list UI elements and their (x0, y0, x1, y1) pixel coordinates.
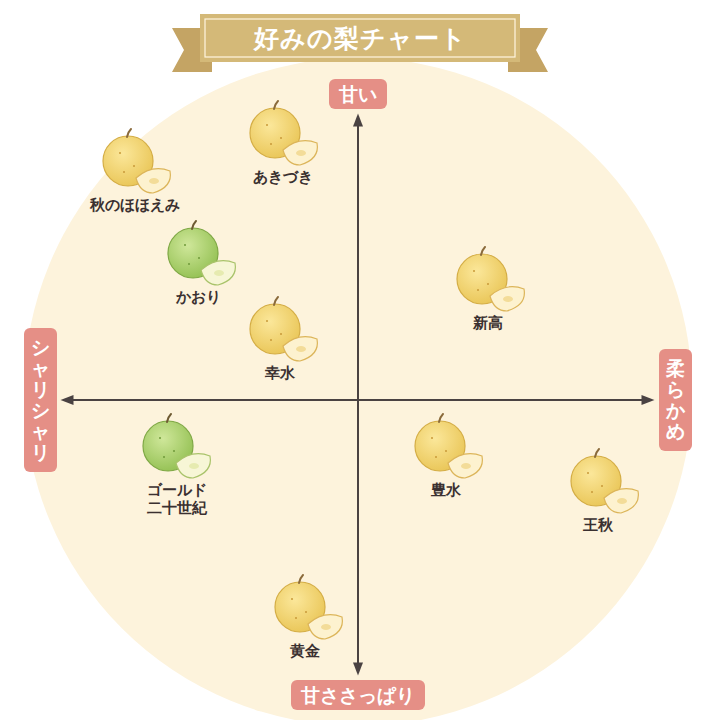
axis-label: シャリシャリ (24, 328, 57, 471)
arrow-head (353, 663, 363, 676)
variety-label: 新高 (473, 314, 503, 332)
variety-label: ゴールド 二十世紀 (143, 481, 212, 517)
axis-arrow (353, 113, 363, 675)
axis-arrow (61, 395, 655, 405)
axis-line (357, 123, 359, 665)
arrow-head (642, 395, 655, 405)
axis-label: 甘い (329, 79, 387, 110)
variety-label: かおり (176, 288, 221, 306)
variety-label: 豊水 (431, 481, 461, 499)
variety-label: 王秋 (583, 516, 613, 534)
axis-label-text: シャリシャリ (31, 337, 50, 462)
axis-label-text: 甘い (339, 83, 377, 106)
axis-label: 甘ささっぱり (291, 680, 425, 711)
variety-label: 秋のほほえみ (90, 196, 180, 214)
variety-label: 幸水 (265, 364, 295, 382)
axis-label: 柔らかめ (659, 349, 692, 451)
axis-label-text: 甘ささっぱり (301, 684, 415, 707)
variety-label: あきづき (253, 168, 313, 186)
chart-title: 好みの梨チャート (254, 22, 467, 55)
arrow-head (61, 395, 74, 405)
arrow-head (353, 113, 363, 126)
axis-label-text: 柔らかめ (666, 358, 685, 442)
variety-label: 黄金 (290, 642, 320, 660)
axis-line (71, 399, 645, 401)
